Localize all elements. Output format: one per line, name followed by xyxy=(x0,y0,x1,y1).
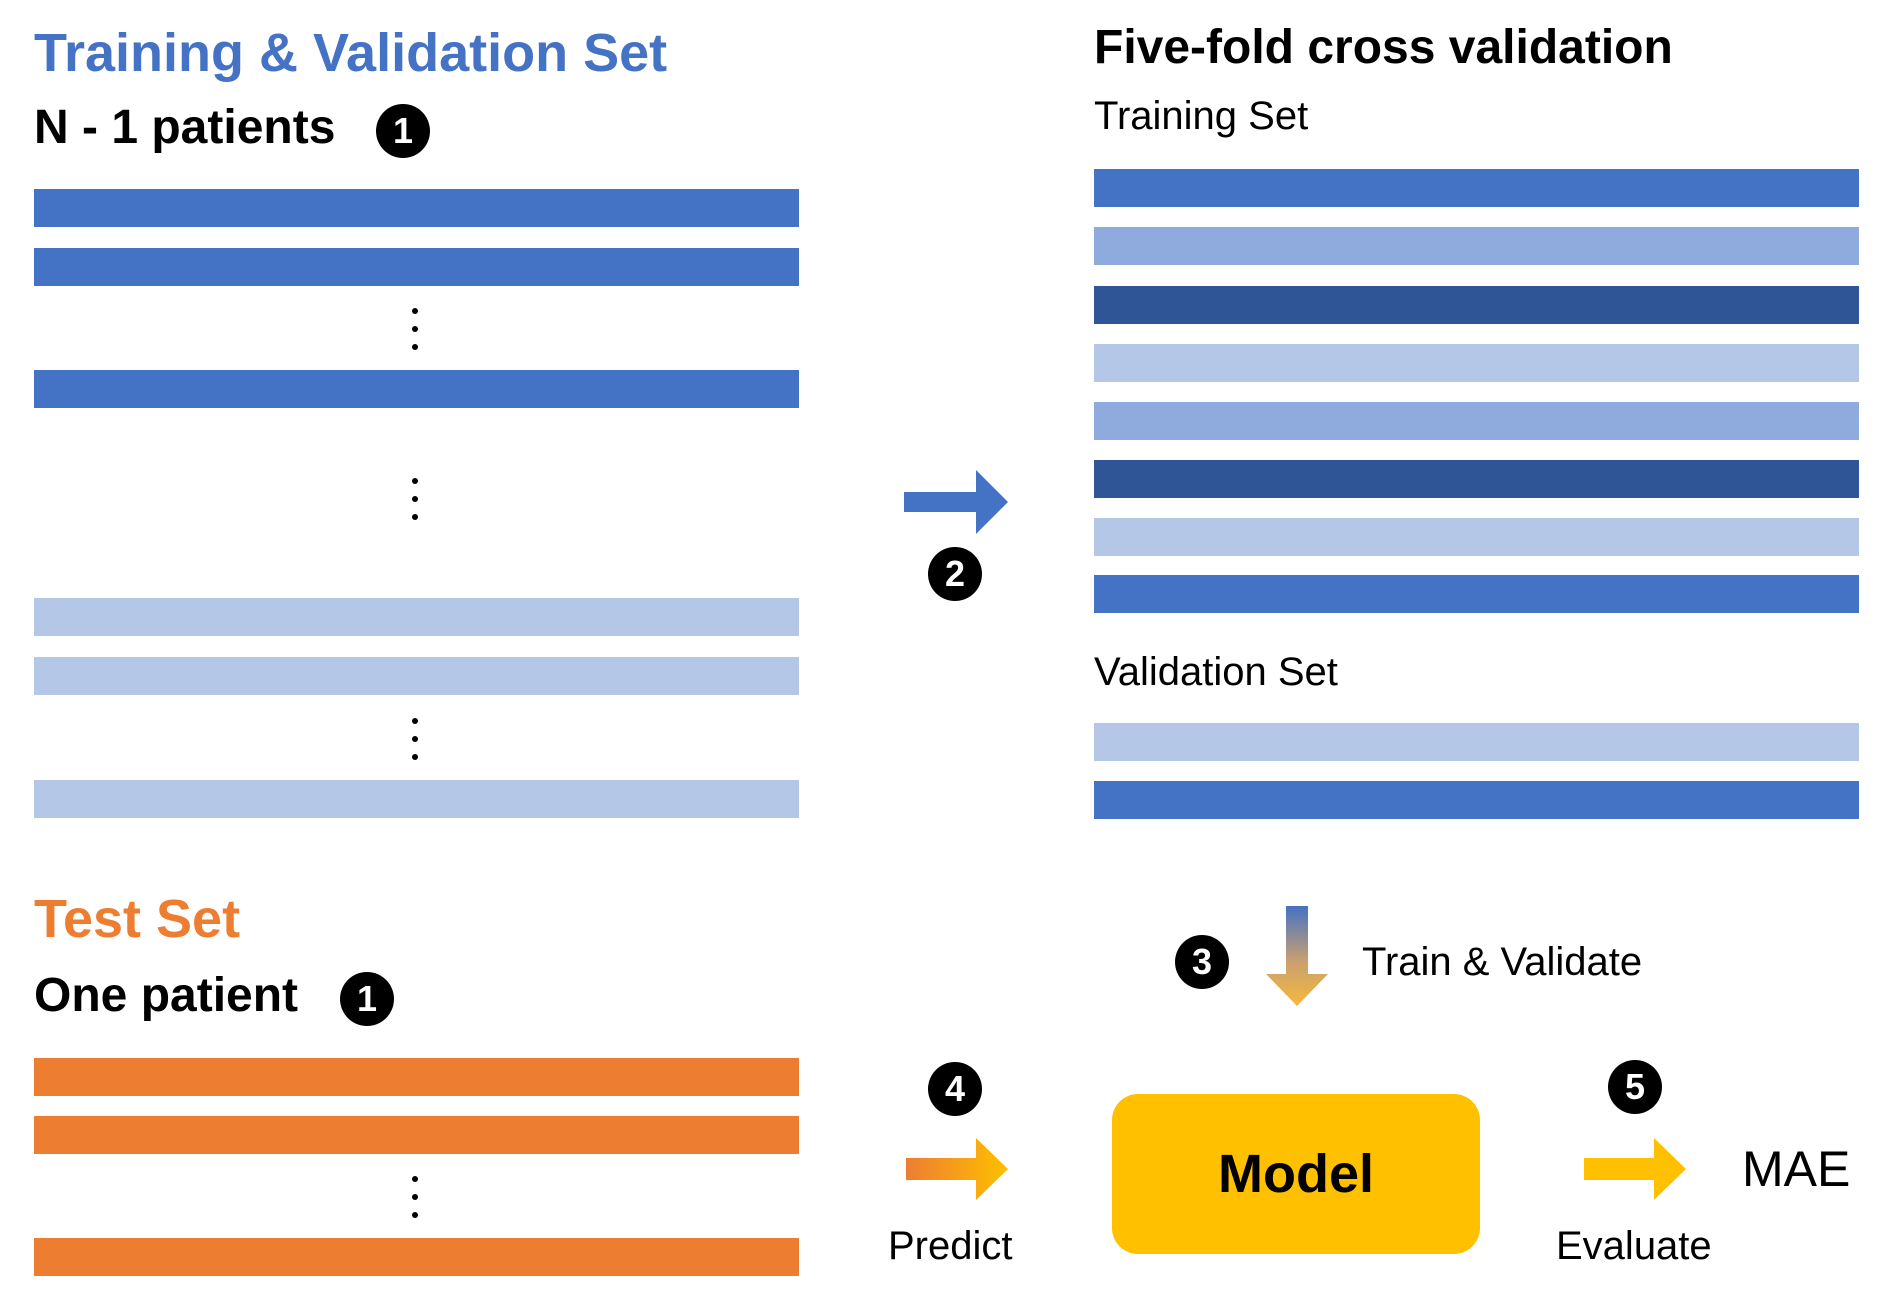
step-3-badge: 3 xyxy=(1175,935,1229,989)
arrow-right-icon xyxy=(904,470,1008,534)
cv-validation-bar xyxy=(1094,781,1859,819)
cv-training-bar xyxy=(1094,518,1859,556)
test-bar xyxy=(34,1058,799,1096)
model-label: Model xyxy=(1218,1144,1374,1204)
test-set-title: Test Set xyxy=(34,889,241,949)
cv-training-bar xyxy=(1094,169,1859,207)
ellipsis-vertical xyxy=(412,478,418,532)
train-val-bar xyxy=(34,189,799,227)
test-bar xyxy=(34,1238,799,1276)
ellipsis-vertical xyxy=(412,718,418,772)
step-1-badge: 1 xyxy=(376,104,430,158)
train-validate-label: Train & Validate xyxy=(1362,940,1643,984)
step-4-badge: 4 xyxy=(928,1062,982,1116)
train-val-bar xyxy=(34,370,799,408)
cv-title: Five-fold cross validation xyxy=(1094,21,1673,74)
cv-training-bar xyxy=(1094,575,1859,613)
train-val-title: Training & Validation Set xyxy=(34,23,668,83)
predict-label: Predict xyxy=(888,1224,1013,1268)
mae-label: MAE xyxy=(1742,1141,1851,1197)
train-val-subtitle: N - 1 patients xyxy=(34,101,336,154)
train-val-bar xyxy=(34,657,799,695)
step-5-badge: 5 xyxy=(1608,1060,1662,1114)
step-2-badge: 2 xyxy=(928,547,982,601)
step-1-badge: 1 xyxy=(340,972,394,1026)
cv-training-bar xyxy=(1094,460,1859,498)
evaluate-label: Evaluate xyxy=(1556,1224,1712,1268)
arrow-right-icon xyxy=(906,1138,1008,1200)
test-bar xyxy=(34,1116,799,1154)
train-val-bar xyxy=(34,780,799,818)
train-val-bar xyxy=(34,248,799,286)
model-box: Model xyxy=(1112,1094,1480,1254)
arrow-down-icon xyxy=(1266,906,1328,1006)
cv-training-bar xyxy=(1094,286,1859,324)
training-set-label: Training Set xyxy=(1094,94,1309,138)
arrow-right-icon xyxy=(1584,1138,1686,1200)
ellipsis-vertical xyxy=(412,1176,418,1230)
validation-set-label: Validation Set xyxy=(1094,650,1338,694)
train-val-bar xyxy=(34,598,799,636)
ellipsis-vertical xyxy=(412,308,418,362)
cv-validation-bar xyxy=(1094,723,1859,761)
cv-training-bar xyxy=(1094,402,1859,440)
cv-training-bar xyxy=(1094,344,1859,382)
cv-training-bar xyxy=(1094,227,1859,265)
test-set-subtitle: One patient xyxy=(34,969,299,1022)
